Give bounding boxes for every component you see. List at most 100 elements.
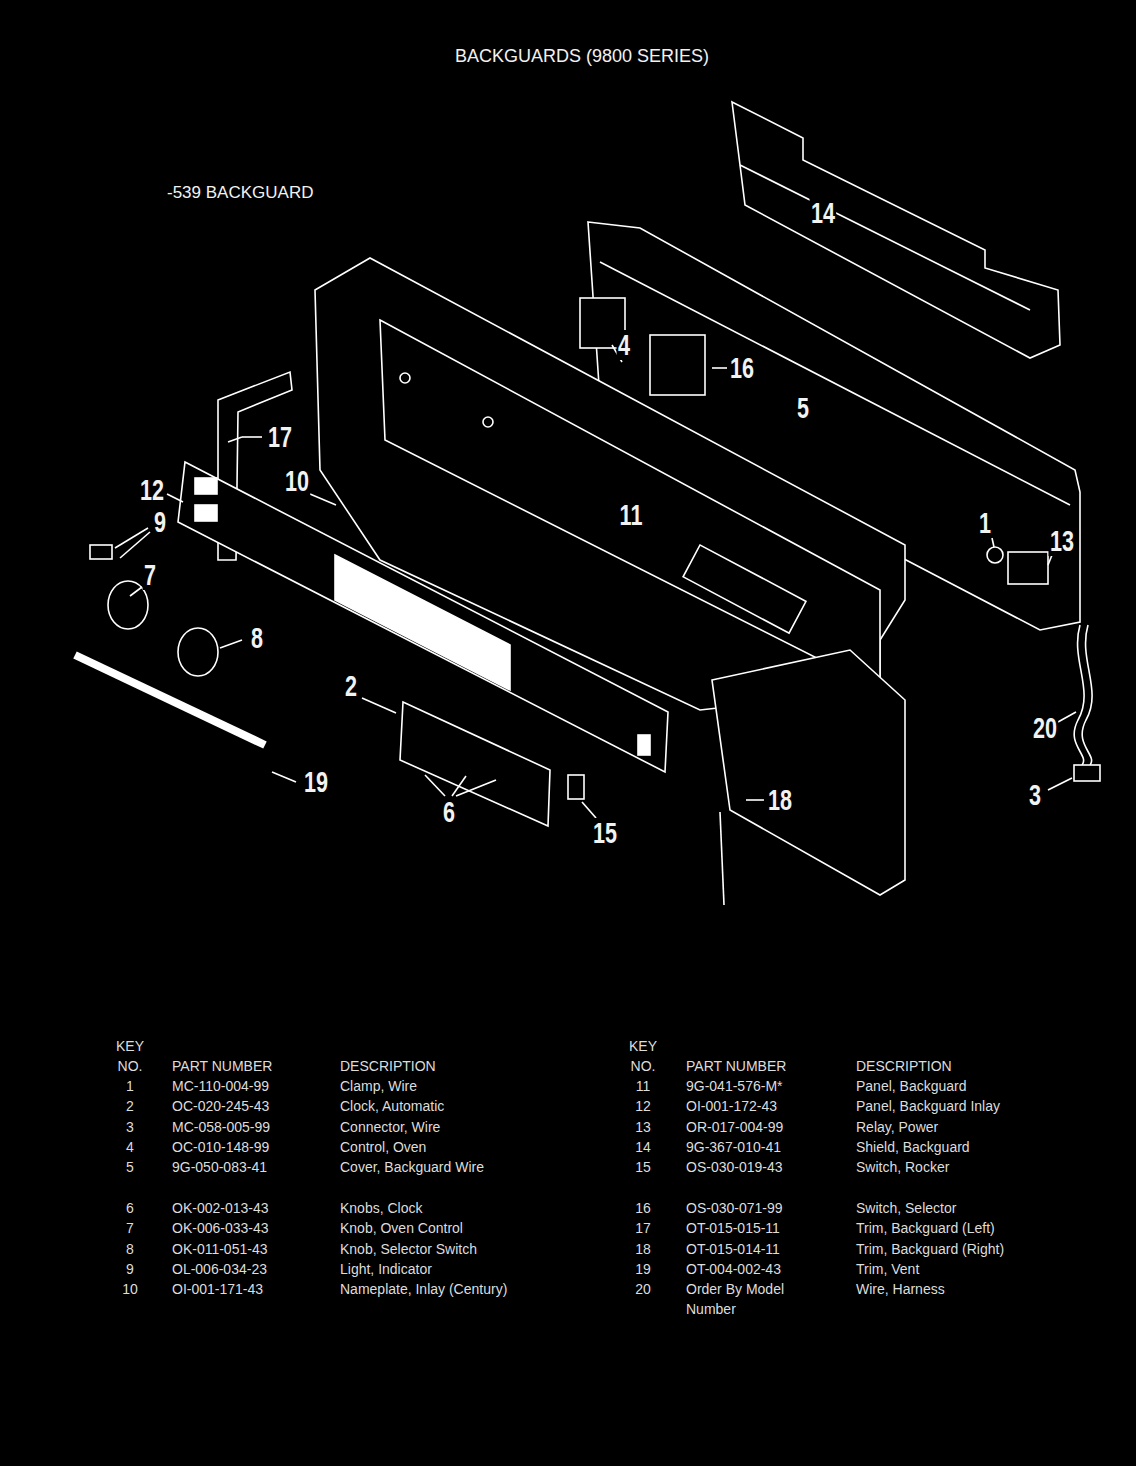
table-cell: OC-020-245-43 xyxy=(172,1096,269,1116)
table-cell: OI-001-172-43 xyxy=(686,1096,818,1116)
table-cell: Order By Model Number xyxy=(686,1279,818,1319)
table-cell: OS-030-071-99 xyxy=(686,1198,818,1218)
callout-number: 18 xyxy=(767,785,794,815)
table-cell: MC-110-004-99 xyxy=(172,1076,269,1096)
table-cell: 13 xyxy=(635,1117,651,1137)
table-cell: 9 xyxy=(126,1259,134,1279)
table-cell: Trim, Backguard (Left) xyxy=(856,1218,995,1238)
table-cell: OR-017-004-99 xyxy=(686,1117,818,1137)
table-cell: OC-010-148-99 xyxy=(172,1137,269,1157)
table-cell: Panel, Backguard xyxy=(856,1076,967,1096)
callout-number: 17 xyxy=(267,422,294,452)
knob xyxy=(178,628,218,676)
table-cell: 5 xyxy=(126,1157,134,1177)
table-cell: MC-058-005-99 xyxy=(172,1117,270,1137)
table-header: DESCRIPTION xyxy=(340,1056,436,1076)
table-cell: Switch, Rocker xyxy=(856,1157,949,1177)
inlay-mark xyxy=(195,478,217,494)
title: BACKGUARDS (9800 SERIES) xyxy=(455,46,709,68)
leader-lines xyxy=(115,345,1076,818)
callout-number: 13 xyxy=(1049,526,1076,556)
table-cell: Connector, Wire xyxy=(340,1117,440,1137)
backguard-panel xyxy=(315,258,905,710)
table-cell: Switch, Selector xyxy=(856,1198,956,1218)
wire-connector xyxy=(1074,765,1100,781)
table-cell: Relay, Power xyxy=(856,1117,938,1137)
table-cell: 2 xyxy=(126,1096,134,1116)
wire-harness xyxy=(1074,625,1084,765)
table-cell: OK-006-033-43 xyxy=(172,1218,269,1238)
table-cell: 15 xyxy=(635,1157,651,1177)
table-cell: 20 xyxy=(635,1279,651,1299)
table-cell: 6 xyxy=(126,1198,134,1218)
table-cell: OS-030-019-43 xyxy=(686,1157,818,1177)
table-cell: Knob, Oven Control xyxy=(340,1218,463,1238)
table-cell: Trim, Vent xyxy=(856,1259,919,1279)
shield-edge xyxy=(740,165,1030,310)
table-cell: 8 xyxy=(126,1239,134,1259)
table-header: KEY NO. xyxy=(623,1036,663,1076)
inlay-mark xyxy=(195,505,217,521)
table-header: PART NUMBER xyxy=(686,1056,818,1076)
panel-slot xyxy=(683,545,806,633)
table-cell: 3 xyxy=(126,1117,134,1137)
table-header: DESCRIPTION xyxy=(856,1056,952,1076)
callout-number: 11 xyxy=(618,500,644,530)
callout-number: 12 xyxy=(139,475,166,505)
table-cell: 7 xyxy=(126,1218,134,1238)
callout-number: 9 xyxy=(153,507,168,537)
table-cell: 12 xyxy=(635,1096,651,1116)
callout-number: 3 xyxy=(1028,780,1043,810)
table-cell: 18 xyxy=(635,1239,651,1259)
table-cell: 10 xyxy=(122,1279,138,1299)
inlay-mark xyxy=(638,735,650,755)
panel-hole xyxy=(400,373,410,383)
table-cell: Trim, Backguard (Right) xyxy=(856,1239,1004,1259)
clock xyxy=(400,702,550,826)
table-cell: Clamp, Wire xyxy=(340,1076,417,1096)
table-cell: 9G-041-576-M* xyxy=(686,1076,818,1096)
table-cell: 4 xyxy=(126,1137,134,1157)
rocker-switch xyxy=(568,775,584,799)
table-cell: OT-015-015-11 xyxy=(686,1218,818,1238)
table-cell: 16 xyxy=(635,1198,651,1218)
wire-harness xyxy=(1082,625,1092,765)
callout-number: 6 xyxy=(442,797,457,827)
table-cell: 14 xyxy=(635,1137,651,1157)
indicator-light xyxy=(90,545,112,559)
table-cell: Knob, Selector Switch xyxy=(340,1239,477,1259)
table-cell: OK-002-013-43 xyxy=(172,1198,269,1218)
inlay-window xyxy=(335,555,510,690)
callout-number: 7 xyxy=(143,560,158,590)
trim-edge xyxy=(720,812,724,905)
panel-hole xyxy=(483,417,493,427)
table-header: KEY NO. xyxy=(110,1036,150,1076)
vent-trim xyxy=(75,655,265,745)
table-cell: 17 xyxy=(635,1218,651,1238)
table-cell: OT-015-014-11 xyxy=(686,1239,818,1259)
table-cell: Control, Oven xyxy=(340,1137,426,1157)
selector-switch xyxy=(650,335,705,395)
table-cell: 19 xyxy=(635,1259,651,1279)
view-label: -539 BACKGUARD xyxy=(167,183,313,203)
callout-number: 14 xyxy=(810,198,837,228)
callout-number: 8 xyxy=(250,623,265,653)
table-header: PART NUMBER xyxy=(172,1056,272,1076)
table-cell: 9G-050-083-41 xyxy=(172,1157,267,1177)
callout-number: 1 xyxy=(978,508,993,538)
power-relay xyxy=(1008,552,1048,584)
table-cell: 9G-367-010-41 xyxy=(686,1137,818,1157)
table-cell: 1 xyxy=(126,1076,134,1096)
callout-number: 16 xyxy=(729,353,756,383)
callout-number: 10 xyxy=(284,466,311,496)
table-cell: Cover, Backguard Wire xyxy=(340,1157,484,1177)
table-cell: Knobs, Clock xyxy=(340,1198,422,1218)
callout-number: 2 xyxy=(344,671,359,701)
callout-number: 4 xyxy=(617,330,632,360)
callout-number: 19 xyxy=(303,767,330,797)
wire-clamp xyxy=(987,547,1003,563)
table-cell: OL-006-034-23 xyxy=(172,1259,267,1279)
table-cell: Shield, Backguard xyxy=(856,1137,970,1157)
